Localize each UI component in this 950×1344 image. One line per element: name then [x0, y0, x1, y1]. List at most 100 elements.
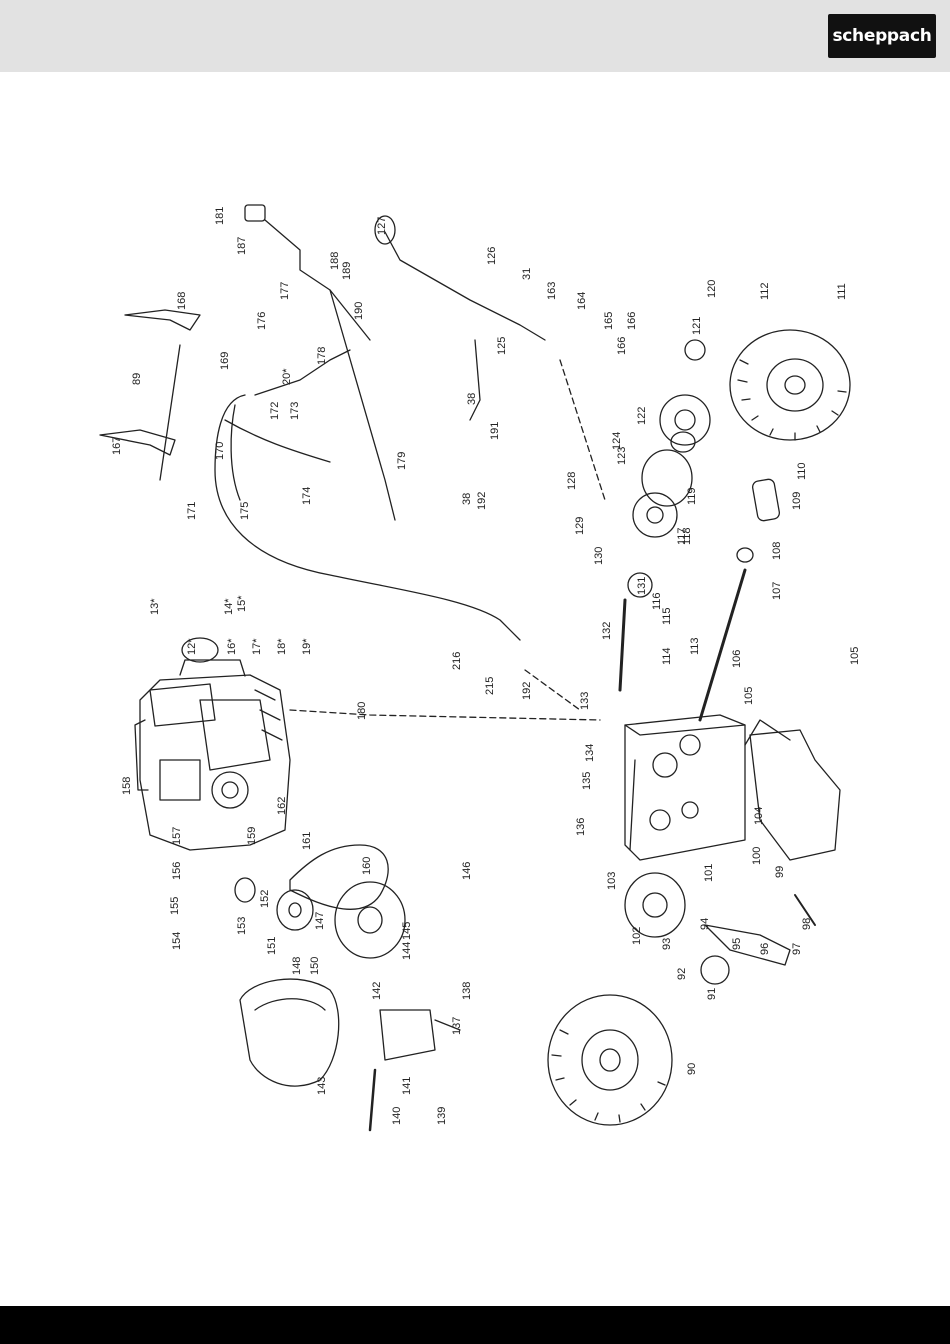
- pulley-146: [334, 881, 406, 959]
- callout-123: 123: [616, 447, 628, 465]
- callout-99: 99: [774, 866, 786, 878]
- callout-112: 112: [759, 282, 771, 300]
- callout-100: 100: [751, 847, 763, 865]
- callout-165: 165: [603, 312, 615, 330]
- callout-113: 113: [689, 637, 701, 655]
- brand-logo-text: scheppach: [832, 26, 932, 46]
- callout-162: 162: [276, 797, 288, 815]
- callout-144: 144: [401, 942, 413, 960]
- callout-179: 179: [396, 452, 408, 470]
- callout-156: 156: [171, 862, 183, 880]
- engine: [134, 659, 291, 851]
- callout-137: 137: [451, 1017, 463, 1035]
- callout-181: 181: [214, 207, 226, 225]
- pulley-152: [276, 889, 314, 931]
- callout-153: 153: [236, 917, 248, 935]
- callout-97: 97: [791, 943, 803, 955]
- callout-16star: 16*: [226, 638, 238, 655]
- callout-19star: 19*: [301, 638, 313, 655]
- callout-161: 161: [301, 832, 313, 850]
- callout-152: 152: [259, 890, 271, 908]
- header-bar: scheppach: [0, 0, 950, 72]
- callout-122: 122: [636, 407, 648, 425]
- callout-170: 170: [214, 442, 226, 460]
- callout-107: 107: [771, 582, 783, 600]
- callout-110: 110: [796, 462, 808, 480]
- callout-14star: 14*: [223, 598, 235, 615]
- callout-164: 164: [576, 292, 588, 310]
- cover-104: [749, 729, 841, 861]
- callout-142: 142: [371, 982, 383, 1000]
- callout-130: 130: [593, 547, 605, 565]
- callout-101: 101: [703, 864, 715, 882]
- callout-125: 125: [496, 337, 508, 355]
- callout-143: 143: [316, 1077, 328, 1095]
- callout-139: 139: [436, 1107, 448, 1125]
- callout-20star: 20*: [281, 368, 293, 385]
- callout-95: 95: [731, 938, 743, 950]
- callout-175: 175: [239, 502, 251, 520]
- callout-116: 116: [651, 592, 663, 610]
- callout-105: 105: [743, 687, 755, 705]
- callout-92: 92: [676, 968, 688, 980]
- callout-187: 187: [236, 237, 248, 255]
- wheel-90: [547, 994, 673, 1126]
- callout-119: 119: [686, 487, 698, 505]
- belt-cover-143: [239, 978, 340, 1087]
- callout-134: 134: [584, 744, 596, 762]
- callout-155: 155: [169, 897, 181, 915]
- callout-141: 141: [401, 1077, 413, 1095]
- callout-173: 173: [289, 402, 301, 420]
- bracket-168: [99, 429, 176, 456]
- callout-17star: 17*: [251, 638, 263, 655]
- callout-145: 145: [401, 922, 413, 940]
- callout-163: 163: [546, 282, 558, 300]
- callout-171: 171: [186, 502, 198, 520]
- callout-180: 180: [356, 702, 368, 720]
- bracket-169: [124, 309, 201, 331]
- wheel-112: [729, 329, 851, 441]
- callout-166: 166: [626, 312, 638, 330]
- brand-logo: scheppach: [828, 14, 936, 58]
- callout-103: 103: [606, 872, 618, 890]
- callout-147: 147: [314, 912, 326, 930]
- callout-192: 192: [521, 682, 533, 700]
- footer-bar: [0, 1306, 950, 1344]
- gear-102: [624, 872, 686, 938]
- callout-151: 151: [266, 937, 278, 955]
- callout-174: 174: [301, 487, 313, 505]
- clamp-12: [181, 637, 219, 663]
- callout-128: 128: [566, 472, 578, 490]
- callout-105: 105: [849, 647, 861, 665]
- callout-136: 136: [575, 818, 587, 836]
- control-rod-126: [384, 231, 546, 341]
- callout-154: 154: [171, 932, 183, 950]
- callout-13star: 13*: [149, 598, 161, 615]
- callout-117: 117: [676, 527, 688, 545]
- callout-89: 89: [131, 373, 143, 385]
- callout-120: 120: [706, 280, 718, 298]
- callout-12star: 12*: [186, 638, 198, 655]
- callout-106: 106: [731, 650, 743, 668]
- callout-93: 93: [661, 938, 673, 950]
- callout-216: 216: [451, 652, 463, 670]
- callout-15star: 15*: [236, 595, 248, 612]
- gearbox-housing: [624, 714, 746, 861]
- callout-129: 129: [574, 517, 586, 535]
- callout-115: 115: [661, 607, 673, 625]
- callout-215: 215: [484, 677, 496, 695]
- callout-167: 167: [111, 437, 123, 455]
- callout-135: 135: [581, 772, 593, 790]
- handle-bar: [214, 394, 521, 641]
- control-rod-38: [469, 339, 481, 421]
- callout-157: 157: [171, 827, 183, 845]
- callout-159: 159: [246, 827, 258, 845]
- callout-148: 148: [291, 957, 303, 975]
- callout-94: 94: [699, 918, 711, 930]
- callout-104: 104: [753, 807, 765, 825]
- callout-146: 146: [461, 862, 473, 880]
- bracket-140: [379, 1009, 436, 1061]
- callout-38: 38: [461, 493, 473, 505]
- callout-121: 121: [691, 317, 703, 335]
